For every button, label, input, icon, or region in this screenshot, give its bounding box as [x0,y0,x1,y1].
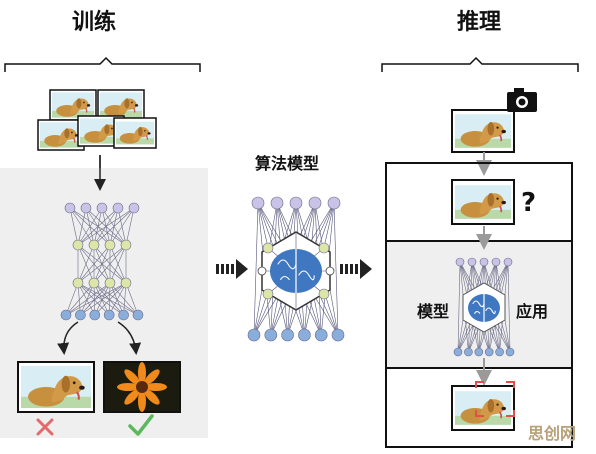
network-node [89,278,99,288]
result-flower-photo [104,362,180,412]
training-title: 训练 [72,4,116,36]
inference-input-photo [452,110,514,152]
inference-output-photo [452,386,514,430]
training-brace [5,58,200,72]
network-node [73,240,83,250]
network-node [73,278,83,288]
inference-query-photo [452,180,514,224]
network-node [309,197,321,209]
network-node [475,348,483,356]
network-node [265,329,277,341]
network-node [456,258,464,266]
network-node [492,258,500,266]
network-node [65,203,75,213]
camera-icon [507,88,537,112]
application-label: 应用 [516,298,548,322]
network-node [121,240,131,250]
network-node [89,240,99,250]
network-node [468,258,476,266]
network-node [97,203,107,213]
network-node [496,348,504,356]
network-node [104,310,114,320]
network-node [75,310,85,320]
question-mark: ? [521,188,536,218]
inference-title: 推理 [457,4,501,36]
network-node [480,258,488,266]
network-node [121,278,131,288]
network-node [332,329,344,341]
network-node [506,348,514,356]
network-node [282,329,294,341]
network-node [252,197,264,209]
algorithm-network [248,197,344,341]
training-photo-stack [38,90,156,150]
network-node [271,197,283,209]
model-label: 模型 [417,298,449,322]
network-node [119,310,129,320]
arrow-icon [216,259,248,279]
inference-brace [382,58,578,72]
network-node [81,203,91,213]
network-node [105,240,115,250]
network-node [90,310,100,320]
watermark: 思创网 [528,420,576,444]
network-node [105,278,115,288]
network-node [113,203,123,213]
network-node [485,348,493,356]
network-node [504,258,512,266]
network-node [129,203,139,213]
network-node [290,197,302,209]
result-dog-photo [18,362,94,412]
network-node [133,310,143,320]
network-node [298,329,310,341]
algorithm-title: 算法模型 [255,150,319,174]
network-node [315,329,327,341]
network-node [248,329,260,341]
network-node [464,348,472,356]
network-node [328,197,340,209]
network-node [454,348,462,356]
arrow-icon [340,259,372,279]
network-node [61,310,71,320]
